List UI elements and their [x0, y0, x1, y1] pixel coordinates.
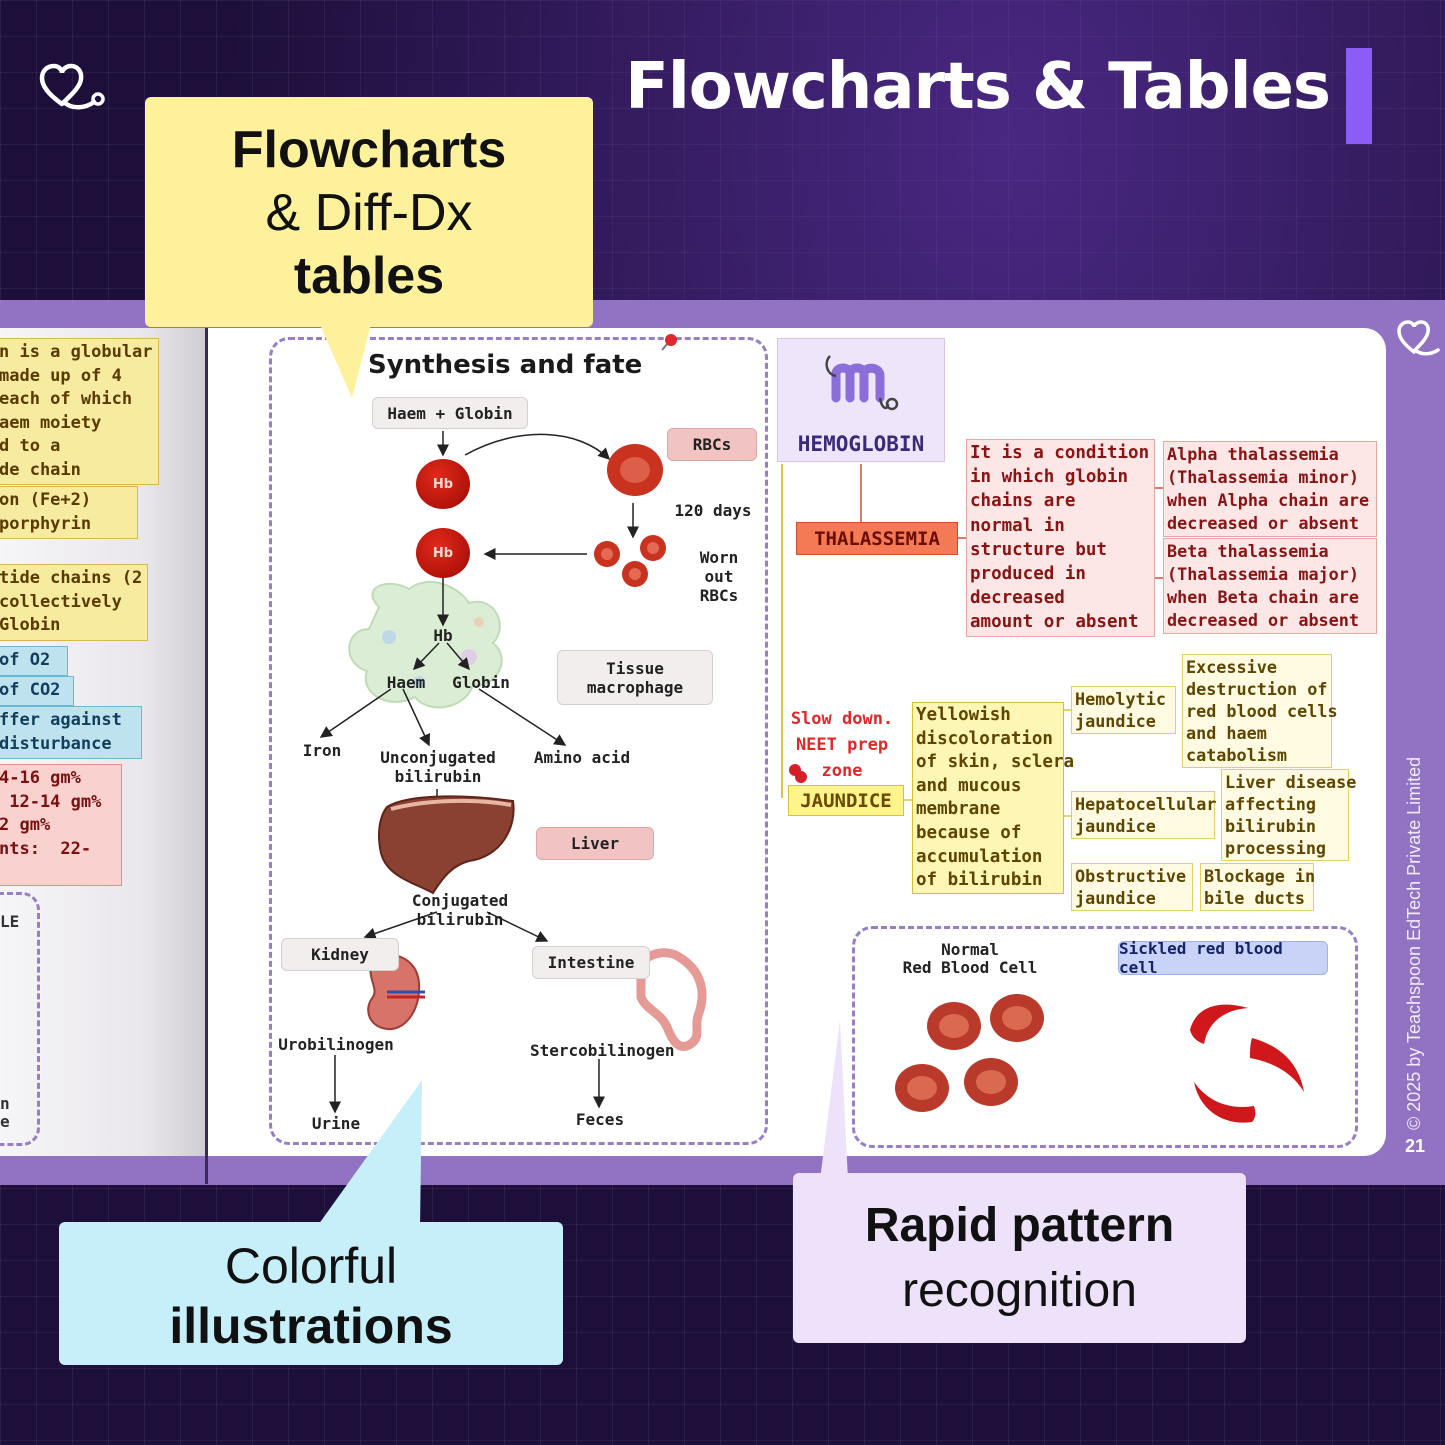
jaundice-definition: Yellowish discoloration of skin, sclera …	[912, 702, 1074, 894]
hemoglobin-title: HEMOGLOBIN	[797, 432, 925, 456]
sickle-rbc-label: Sickled red blood cell	[1118, 939, 1328, 977]
callout-pattern-line1: Rapid pattern	[864, 1199, 1175, 1252]
hepatocellular-jaundice: Hepatocellular jaundice	[1071, 791, 1216, 839]
callout-pattern: Rapid pattern recognition	[793, 1173, 1246, 1343]
book-spine	[205, 328, 208, 1184]
synthesis-panel	[269, 337, 768, 1145]
thalassemia-definition: It is a condition in which globin chains…	[966, 439, 1155, 637]
node-worn-out-rbcs: Worn out RBCs	[699, 548, 739, 605]
rbc-comparison-panel	[852, 926, 1358, 1148]
left-box-1: n is a globular made up of 4 each of whi…	[0, 338, 159, 485]
node-intestine: Intestine	[532, 946, 650, 979]
node-rbcs: RBCs	[667, 428, 757, 461]
synthesis-title: Synthesis and fate	[368, 350, 643, 380]
copyright-text: © 2025 by Teachspoon EdTech Private Limi…	[1404, 756, 1424, 1130]
obstructive-cause: Blockage in bile ducts	[1200, 863, 1315, 911]
node-hb-mid: Hb	[416, 528, 470, 578]
intestine-icon	[635, 948, 707, 1051]
node-hb-center: Hb	[433, 626, 453, 645]
callout-illustrations-line2: illustrations	[169, 1298, 453, 1354]
sickle-cell-icon	[1190, 1004, 1304, 1123]
heart-stethoscope-logo-icon	[39, 63, 105, 110]
left-page: n is a globular made up of 4 each of whi…	[0, 328, 206, 1156]
node-feces: Feces	[575, 1110, 625, 1129]
node-unconjugated-bilirubin: Unconjugated bilirubin	[380, 748, 496, 786]
pin-icon	[661, 334, 677, 351]
jaundice-label: JAUNDICE	[788, 785, 904, 816]
page-title: Flowcharts & Tables	[625, 50, 1331, 124]
left-box-3: tide chains (2 collectively Globin	[0, 564, 148, 641]
callout-flowcharts-line1: Flowcharts	[231, 121, 507, 179]
title-accent-bar	[1346, 48, 1372, 144]
hemoglobin-map-connectors	[781, 464, 1163, 817]
thalassemia-label: THALASSEMIA	[796, 522, 958, 555]
normal-rbc-icon	[895, 994, 1044, 1112]
macrophage-cell-icon	[348, 580, 503, 709]
left-box-4: of O2	[0, 646, 68, 676]
heart-logo-icon	[1397, 320, 1440, 356]
node-iron: Iron	[302, 741, 342, 760]
node-hb-top: Hb	[416, 459, 470, 509]
rbc-illustrations	[895, 994, 1304, 1123]
hemolytic-cause: Excessive destruction of red blood cells…	[1182, 654, 1338, 768]
slow-down-note: Slow down. NEET prep zone	[790, 709, 894, 781]
left-dashed-panel	[0, 892, 40, 1146]
node-tissue-macrophage: Tissue macrophage	[557, 650, 713, 705]
callout-illustrations-line1: Colorful	[224, 1238, 398, 1294]
synthesis-flow-arrows	[319, 431, 707, 1114]
node-liver: Liver	[536, 827, 654, 860]
callout-flowcharts-line2: & Diff-Dx	[265, 184, 473, 242]
m-stethoscope-logo-icon	[825, 355, 899, 411]
callout-pattern-line2: recognition	[902, 1264, 1137, 1317]
left-box-6: ffer against disturbance	[0, 706, 142, 759]
node-kidney: Kidney	[281, 938, 399, 971]
node-120-days: 120 days	[674, 501, 752, 520]
left-box-5: of CO2	[0, 676, 74, 706]
left-fragment-1: LE	[0, 912, 20, 931]
normal-rbc-label: Normal Red Blood Cell	[902, 940, 1038, 977]
node-conjugated-bilirubin: Conjugated bilirubin	[411, 891, 509, 929]
node-amino-acid: Amino acid	[533, 748, 631, 767]
callout-flowcharts-line3: tables	[293, 247, 445, 305]
left-fragment-2: n	[0, 1094, 10, 1113]
hepatocellular-cause: Liver disease affecting bilirubin proces…	[1221, 769, 1356, 861]
node-urine: Urine	[311, 1114, 361, 1133]
node-urobilinogen: Urobilinogen	[278, 1035, 394, 1054]
callout-flowcharts: Flowcharts & Diff-Dx tables	[145, 97, 593, 327]
hemolytic-jaundice: Hemolytic jaundice	[1071, 686, 1176, 734]
obstructive-jaundice: Obstructive jaundice	[1071, 863, 1193, 911]
alpha-thalassemia: Alpha thalassemia (Thalassemia minor) wh…	[1163, 441, 1377, 537]
node-haem-globin: Haem + Globin	[372, 397, 528, 429]
node-stercobilinogen: Stercobilinogen	[530, 1041, 675, 1060]
left-fragment-3: e	[0, 1112, 10, 1131]
liver-icon	[378, 795, 515, 895]
pushpin-icon	[789, 764, 807, 783]
left-box-7: 4-16 gm% 12-14 gm% 2 gm% nts: 22-	[0, 764, 122, 886]
beta-thalassemia: Beta thalassemia (Thalassemia major) whe…	[1163, 538, 1377, 634]
page-number: 21	[1405, 1136, 1426, 1156]
node-globin: Globin	[452, 673, 510, 692]
left-box-2: on (Fe+2) porphyrin	[0, 486, 138, 539]
callout-illustrations: Colorful illustrations	[59, 1222, 563, 1365]
node-haem: Haem	[386, 673, 426, 692]
